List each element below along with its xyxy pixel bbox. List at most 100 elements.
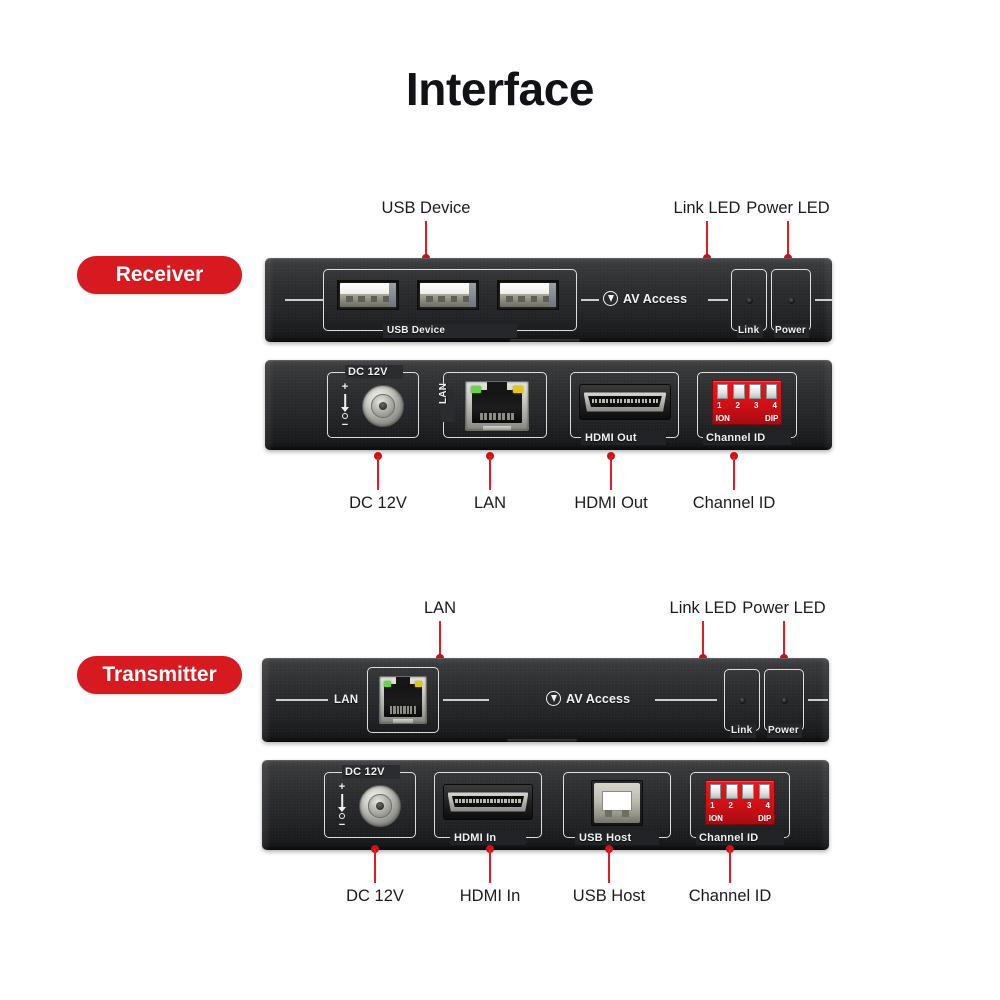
polarity-plus: +	[338, 781, 346, 793]
dip-levers[interactable]	[717, 383, 777, 400]
power-label-notch	[774, 324, 809, 338]
callout-label: HDMI Out	[574, 494, 648, 512]
callout-label: HDMI In	[459, 887, 521, 905]
lan-label-notch	[441, 390, 454, 422]
page-title: Interface	[405, 63, 595, 115]
transmitter-rear-panel: DC 12V + − HDMI In USB Host	[262, 760, 829, 850]
link-led-dot	[738, 696, 746, 704]
callout-tx-usb-host: USB Host	[566, 845, 652, 905]
transmitter-front-panel: LAN AV Access Link Power	[262, 658, 829, 742]
silk-rule-mid-right	[655, 699, 717, 701]
silk-rule-left	[276, 699, 328, 701]
hdmi-out-port[interactable]	[579, 384, 671, 420]
dip-numbers: 1 2 3 4	[710, 800, 770, 812]
dip-num-3: 3	[746, 800, 752, 810]
channel-id-label-notch	[703, 431, 791, 445]
dip-numbers: 1 2 3 4	[717, 400, 777, 412]
callout-rx-lan: LAN	[455, 452, 525, 512]
rj45-tab	[392, 718, 414, 723]
receiver-front-panel: USB Device AV Access Link Power	[265, 258, 832, 342]
dc12v-label-notch	[345, 365, 403, 379]
callout-rx-dc12v: DC 12V	[338, 452, 418, 512]
hdmi-in-silk-label: HDMI In	[454, 832, 497, 844]
silk-rule-right	[808, 699, 828, 701]
panel-bevel-left	[262, 658, 271, 742]
hdmi-in-port[interactable]	[443, 784, 533, 820]
rj45-link-led-green	[383, 681, 392, 688]
dc12v-silk-label: DC 12V	[348, 366, 388, 378]
callout-label: Link LED	[673, 199, 741, 217]
usb-b-nub-left	[605, 810, 612, 818]
callout-line	[729, 849, 731, 883]
usb-b-nub-right	[622, 810, 629, 818]
dip-levers[interactable]	[710, 783, 770, 800]
panel-seam	[510, 339, 580, 342]
dip-num-2: 2	[728, 800, 733, 810]
usb-a-port-2[interactable]	[417, 280, 479, 310]
lan-rj45-port[interactable]	[465, 381, 529, 431]
channel-id-silk-label: Channel ID	[699, 832, 759, 844]
callout-label: LAN	[473, 494, 507, 512]
dc12v-barrel-jack[interactable]	[362, 385, 404, 427]
polarity-circle-icon	[342, 413, 348, 419]
dip-num-1: 1	[710, 800, 715, 810]
power-led-dot	[780, 696, 788, 704]
channel-id-dip-switch[interactable]: 1 2 3 4 ION DIP	[705, 780, 775, 825]
callout-line	[439, 621, 441, 657]
callout-label: DC 12V	[349, 494, 407, 512]
panel-bevel-left	[262, 760, 271, 850]
callout-line	[787, 221, 789, 257]
panel-bevel-right	[820, 760, 829, 850]
callout-tx-link-led: Link LED	[669, 599, 737, 662]
dip-num-4: 4	[765, 800, 770, 810]
usb-host-silk-label: USB Host	[579, 832, 632, 844]
rj45-key	[395, 677, 411, 687]
callout-line	[610, 456, 612, 490]
rj45-link-led-green	[470, 386, 482, 393]
dip-dip-text: DIP	[764, 413, 779, 423]
silk-rule-mid-right	[708, 299, 728, 301]
silk-rule-mid-left	[581, 299, 599, 301]
power-led	[764, 669, 804, 731]
silk-rule-right	[815, 299, 832, 301]
callout-line	[374, 849, 376, 883]
rj45-tab	[483, 425, 511, 430]
rj45-act-led-yellow	[512, 386, 524, 393]
receiver-rear-panel: DC 12V + − LAN HDMI Out	[265, 360, 832, 450]
hdmi-out-silk-label: HDMI Out	[585, 432, 637, 444]
brand-name: AV Access	[623, 291, 688, 306]
transmitter-badge-label: Transmitter	[102, 663, 217, 686]
callout-tx-lan: LAN	[405, 599, 475, 662]
callout-label: LAN	[423, 599, 457, 617]
lan-rj45-port[interactable]	[379, 676, 427, 724]
usb-b-cut	[602, 790, 632, 811]
hdmi-pins	[591, 398, 659, 403]
rj45-act-led-yellow	[414, 681, 423, 688]
receiver-badge-label: Receiver	[115, 263, 204, 286]
link-silk-label: Link	[738, 325, 760, 336]
callout-rx-usb-device: USB Device	[336, 199, 516, 262]
hdmi-pins	[455, 798, 521, 803]
usb-a-port-1[interactable]	[337, 280, 399, 310]
channel-id-dip-switch[interactable]: 1 2 3 4 ION DIP	[712, 380, 782, 425]
panel-bevel-right	[823, 360, 832, 450]
dip-onoff-row: ION DIP	[716, 413, 779, 423]
usb-tongue	[420, 283, 476, 294]
polarity-minus: −	[338, 819, 346, 831]
callout-line	[608, 849, 610, 883]
dc12v-barrel-jack[interactable]	[359, 785, 401, 827]
lan-bracket	[367, 667, 439, 733]
callout-label: Channel ID	[692, 494, 776, 512]
panel-seam	[507, 739, 577, 742]
brand-logo: AV Access	[546, 691, 630, 706]
usb-host-port[interactable]	[591, 780, 643, 826]
usb-host-label-notch	[575, 831, 659, 845]
av-access-mark-icon	[546, 691, 561, 706]
dip-num-4: 4	[772, 400, 777, 410]
dc12v-label-notch	[342, 765, 400, 779]
usb-a-port-3[interactable]	[497, 280, 559, 310]
channel-id-label-notch	[696, 831, 784, 845]
polarity-minus: −	[341, 419, 349, 431]
dc-jack-pin	[378, 401, 388, 411]
